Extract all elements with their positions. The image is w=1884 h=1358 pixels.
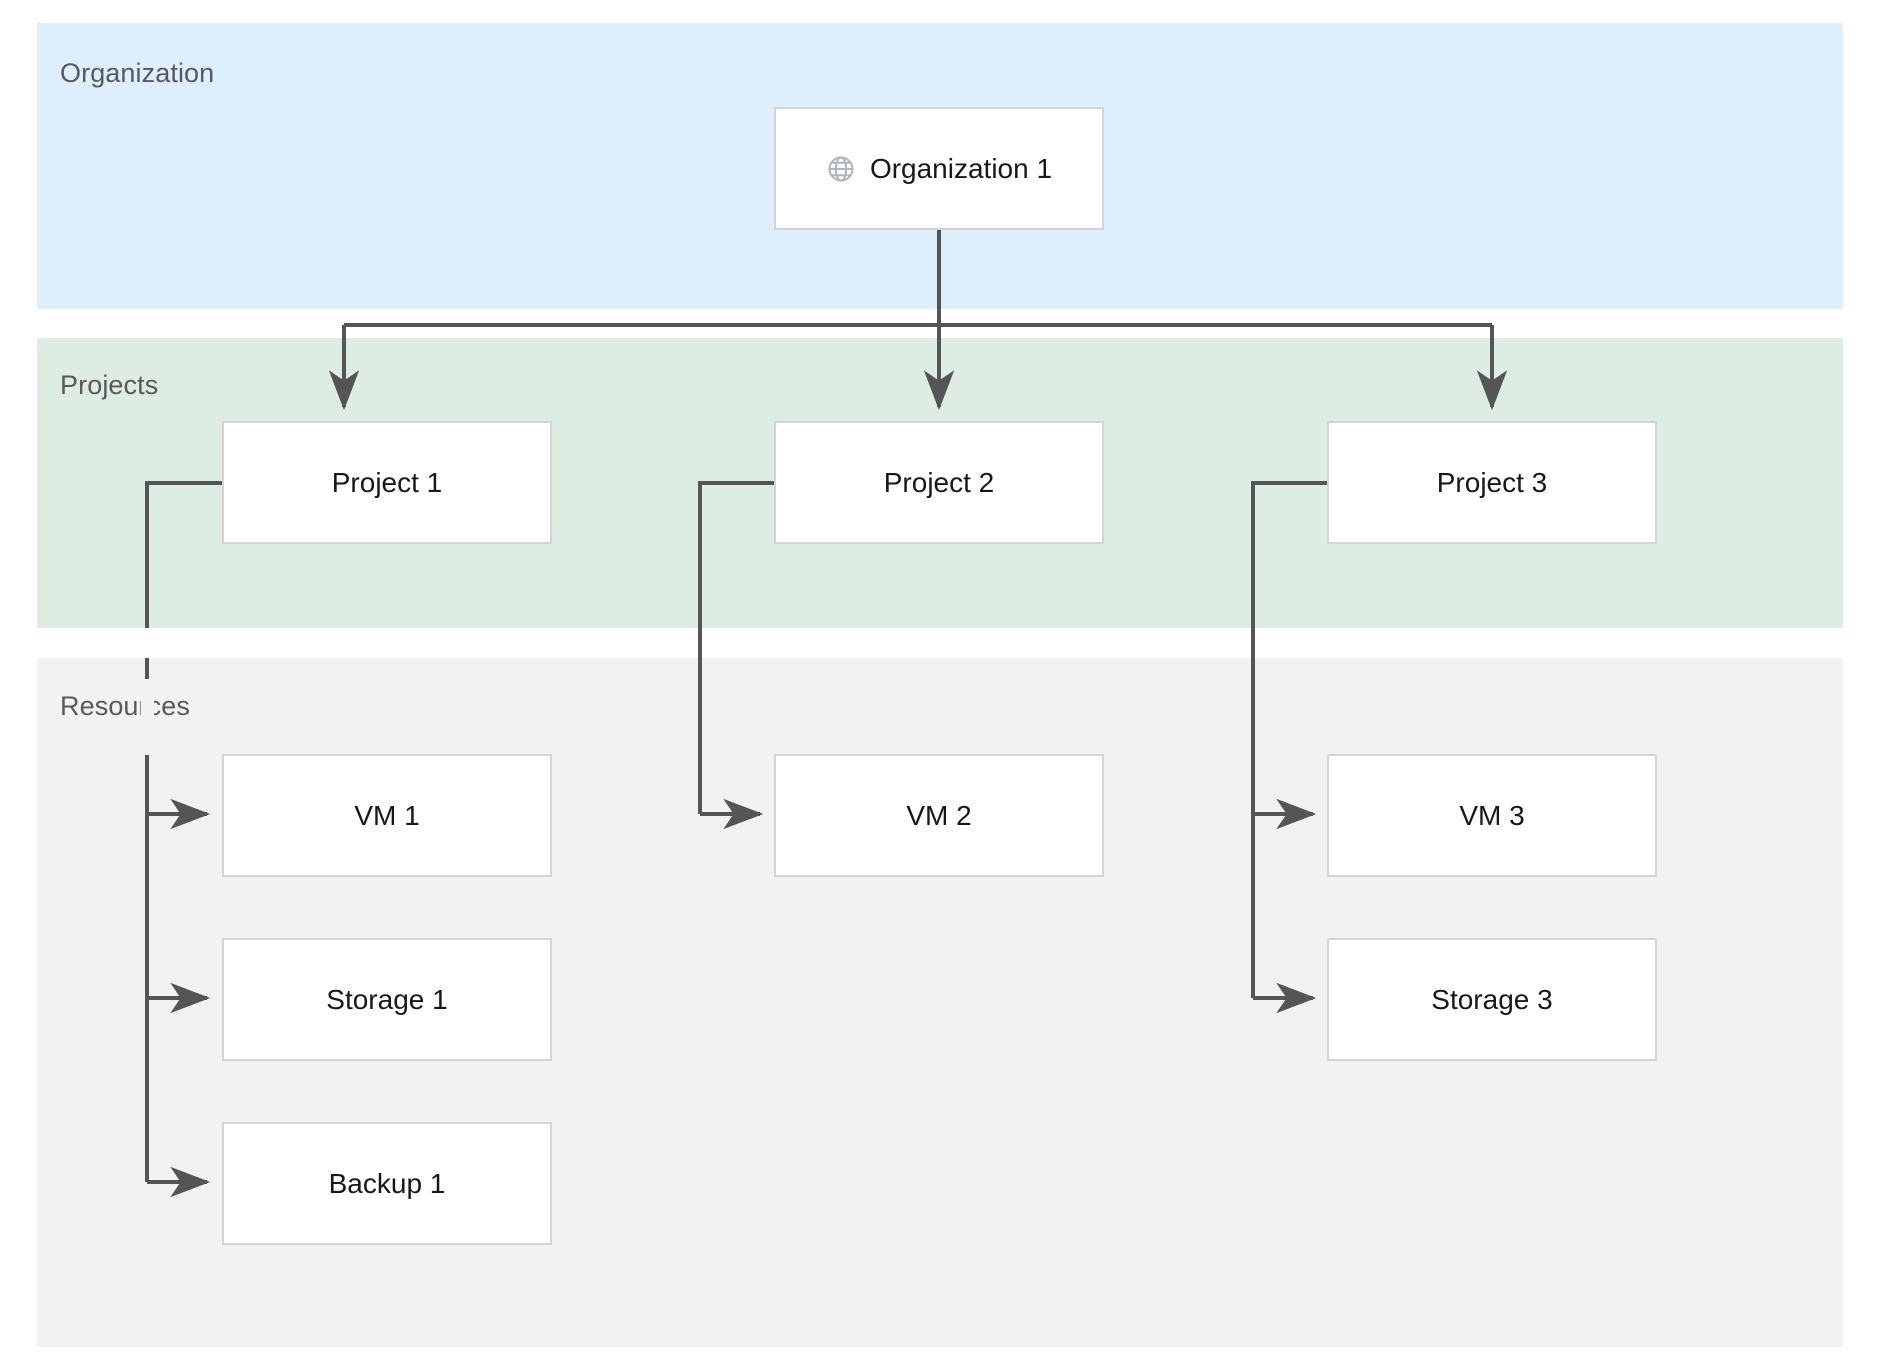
node-backup-1[interactable]: Backup 1 <box>222 1122 552 1245</box>
node-project-3[interactable]: Project 3 <box>1327 421 1657 544</box>
node-label-vm-1: VM 1 <box>354 799 420 831</box>
riser-lane-title-mask-project1 <box>141 679 154 755</box>
node-storage-3[interactable]: Storage 3 <box>1327 938 1657 1061</box>
node-label-vm-3: VM 3 <box>1459 799 1525 831</box>
node-organization-1[interactable]: Organization 1 <box>774 107 1104 230</box>
node-label-project-1: Project 1 <box>331 466 443 498</box>
swimlane-label-organization: Organization <box>60 58 215 88</box>
riser-gutter-mask-project1 <box>141 628 154 658</box>
node-label-storage-1: Storage 1 <box>326 983 448 1015</box>
swimlane-label-resources: Resources <box>60 691 190 721</box>
node-project-2[interactable]: Project 2 <box>774 421 1104 544</box>
node-label-vm-2: VM 2 <box>906 799 972 831</box>
globe-icon <box>828 156 854 181</box>
node-label-project-3: Project 3 <box>1436 466 1548 498</box>
node-label-backup-1: Backup 1 <box>328 1167 446 1199</box>
node-vm-1[interactable]: VM 1 <box>222 754 552 877</box>
node-label-organization-1: Organization 1 <box>869 152 1053 184</box>
swimlane-label-projects: Projects <box>60 370 159 400</box>
node-project-1[interactable]: Project 1 <box>222 421 552 544</box>
node-label-storage-3: Storage 3 <box>1431 983 1553 1015</box>
node-label-project-2: Project 2 <box>883 466 995 498</box>
node-vm-2[interactable]: VM 2 <box>774 754 1104 877</box>
node-storage-1[interactable]: Storage 1 <box>222 938 552 1061</box>
node-vm-3[interactable]: VM 3 <box>1327 754 1657 877</box>
